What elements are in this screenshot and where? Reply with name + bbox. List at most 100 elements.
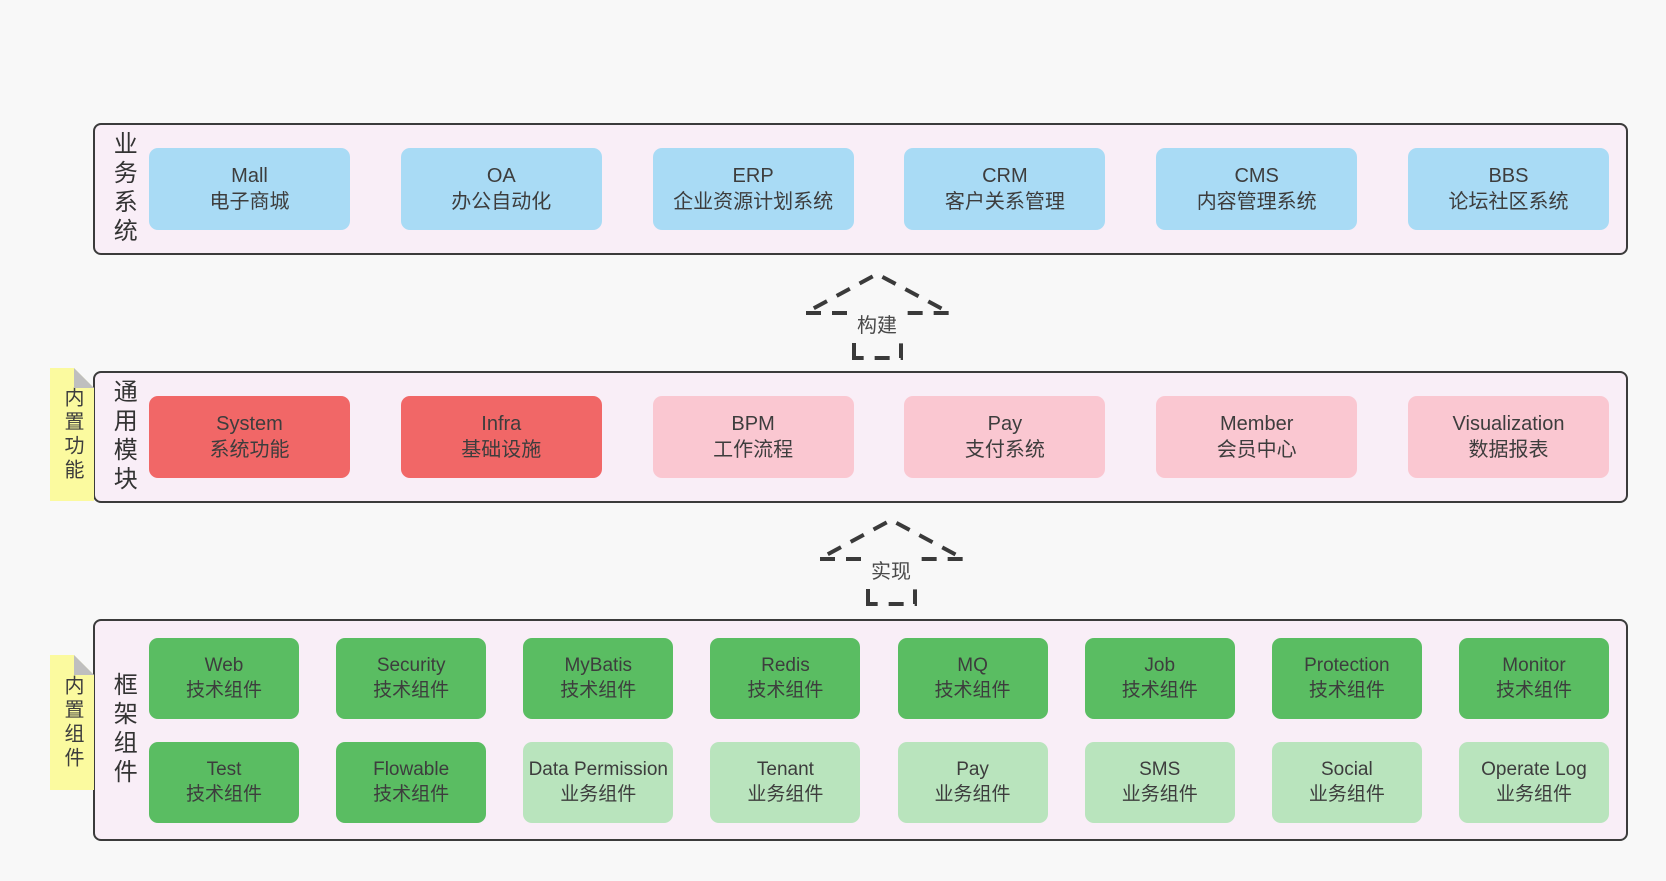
module-desc: 技术组件 bbox=[560, 680, 637, 701]
module-box-social: Social 业务组件 bbox=[1271, 741, 1422, 823]
module-box-bbs: BBS 论坛社区系统 bbox=[1407, 148, 1609, 230]
sticky-note-text: 内置功能 bbox=[61, 386, 83, 483]
module-desc: 技术组件 bbox=[373, 680, 450, 701]
module-box-job: Job 技术组件 bbox=[1084, 637, 1235, 719]
band-label: 框架组件 bbox=[95, 621, 149, 839]
module-desc: 论坛社区系统 bbox=[1448, 191, 1569, 213]
dashed-up-arrow-shape bbox=[804, 271, 951, 360]
module-desc: 业务组件 bbox=[1308, 784, 1385, 805]
module-desc: 技术组件 bbox=[185, 680, 262, 701]
module-desc: 技术组件 bbox=[1121, 680, 1198, 701]
module-name: Pay bbox=[956, 759, 989, 780]
module-desc: 工作流程 bbox=[713, 439, 794, 461]
build-arrow: 构建 bbox=[804, 271, 951, 360]
dashed-up-arrow-shape bbox=[818, 517, 965, 606]
arrow-label-backdrop bbox=[849, 309, 905, 340]
module-desc: 业务组件 bbox=[1121, 784, 1198, 805]
module-name: Mall bbox=[231, 165, 268, 187]
arrow-label: 构建 bbox=[857, 314, 897, 337]
module-box-mybatis: MyBatis 技术组件 bbox=[523, 637, 674, 719]
module-desc: 技术组件 bbox=[1308, 680, 1385, 701]
module-box-protection: Protection 技术组件 bbox=[1271, 637, 1422, 719]
sticky-note-built-in-functions: 内置功能 bbox=[50, 368, 94, 501]
module-desc: 业务组件 bbox=[934, 784, 1011, 805]
module-name: System bbox=[216, 413, 283, 435]
module-box-mall: Mall 电子商城 bbox=[149, 148, 350, 230]
module-desc: 技术组件 bbox=[185, 784, 262, 805]
module-name: MyBatis bbox=[564, 655, 633, 676]
module-box-redis: Redis 技术组件 bbox=[710, 637, 861, 719]
module-name: Data Permission bbox=[528, 759, 668, 780]
module-desc: 技术组件 bbox=[747, 680, 824, 701]
module-name: Protection bbox=[1304, 655, 1390, 676]
module-name: Visualization bbox=[1452, 413, 1565, 435]
folded-corner-icon bbox=[74, 655, 94, 675]
module-name: OA bbox=[486, 165, 516, 187]
module-name: BBS bbox=[1488, 165, 1529, 187]
module-box-tenant: Tenant 业务组件 bbox=[710, 741, 861, 823]
module-name: BPM bbox=[731, 413, 775, 435]
sticky-note-built-in-components: 内置组件 bbox=[50, 655, 94, 790]
module-name: Test bbox=[206, 759, 242, 780]
module-name: CMS bbox=[1234, 165, 1279, 187]
module-name: Web bbox=[204, 655, 244, 676]
module-box-test: Test 技术组件 bbox=[149, 741, 299, 823]
module-desc: 客户关系管理 bbox=[944, 191, 1065, 213]
module-desc: 系统功能 bbox=[209, 439, 290, 461]
module-name: Tenant bbox=[756, 759, 814, 780]
folded-corner-icon bbox=[74, 368, 94, 388]
module-desc: 内容管理系统 bbox=[1196, 191, 1317, 213]
module-desc: 业务组件 bbox=[560, 784, 637, 805]
sticky-note-text: 内置组件 bbox=[61, 674, 83, 771]
module-box-web: Web 技术组件 bbox=[149, 637, 299, 719]
module-name: SMS bbox=[1139, 759, 1181, 780]
module-desc: 电子商城 bbox=[209, 191, 290, 213]
module-desc: 业务组件 bbox=[747, 784, 824, 805]
module-name: Job bbox=[1144, 655, 1176, 676]
band-label-text: 框架组件 bbox=[109, 672, 137, 788]
module-name: Redis bbox=[761, 655, 810, 676]
module-name: Security bbox=[376, 655, 446, 676]
module-name: Flowable bbox=[373, 759, 450, 780]
arrow-label-backdrop bbox=[863, 555, 919, 586]
module-name: Operate Log bbox=[1481, 759, 1587, 780]
module-name: Infra bbox=[481, 413, 522, 435]
module-box-security: Security 技术组件 bbox=[336, 637, 487, 719]
module-desc: 会员中心 bbox=[1216, 439, 1297, 461]
module-desc: 业务组件 bbox=[1495, 784, 1572, 805]
module-name: ERP bbox=[732, 165, 774, 187]
module-box-system: System 系统功能 bbox=[149, 396, 350, 478]
module-box-cms: CMS 内容管理系统 bbox=[1156, 148, 1358, 230]
arrow-label: 实现 bbox=[871, 560, 911, 583]
module-desc: 技术组件 bbox=[373, 784, 450, 805]
implement-arrow: 实现 bbox=[818, 517, 965, 606]
module-name: Monitor bbox=[1502, 655, 1566, 676]
module-box-pay: Pay 业务组件 bbox=[897, 741, 1048, 823]
module-desc: 技术组件 bbox=[1495, 680, 1572, 701]
module-box-oa: OA 办公自动化 bbox=[400, 148, 602, 230]
module-box-data-permission: Data Permission 业务组件 bbox=[523, 741, 674, 823]
module-name: Member bbox=[1220, 413, 1294, 435]
module-name: Social bbox=[1320, 759, 1373, 780]
module-desc: 办公自动化 bbox=[451, 191, 552, 213]
module-box-operate-log: Operate Log 业务组件 bbox=[1458, 741, 1609, 823]
band-label-text: 通用模块 bbox=[109, 379, 137, 495]
module-box-member: Member 会员中心 bbox=[1156, 396, 1358, 478]
module-box-sms: SMS 业务组件 bbox=[1084, 741, 1235, 823]
band-label-text: 业务系统 bbox=[109, 131, 137, 247]
module-desc: 支付系统 bbox=[964, 439, 1045, 461]
